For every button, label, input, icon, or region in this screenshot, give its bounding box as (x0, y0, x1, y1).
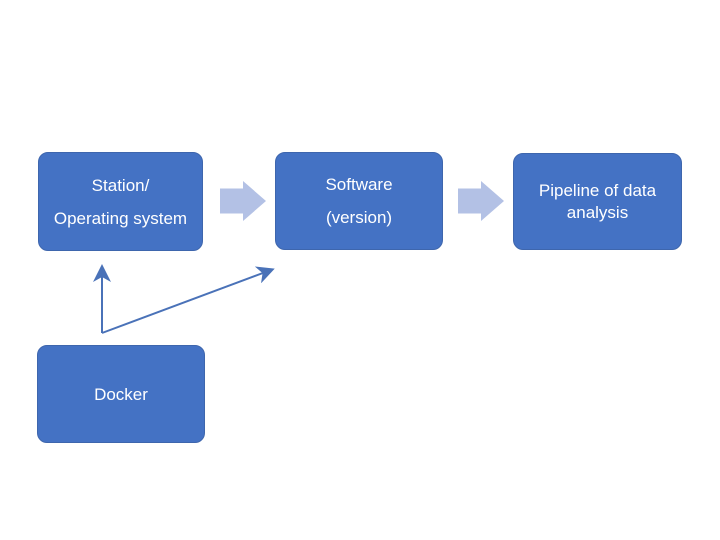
right-block-arrow-shape (458, 181, 504, 221)
right-block-arrow-shape (220, 181, 266, 221)
node-label-line: Station/ (91, 175, 150, 195)
node-station-operating-system: Station/ Operating system (38, 152, 203, 251)
node-label-line: (version) (325, 208, 393, 227)
connector-docker-to-software-icon (101, 266, 275, 334)
node-docker: Docker (37, 345, 205, 443)
right-block-arrow-icon (458, 181, 504, 221)
node-pipeline-of-data-analysis: Pipeline of data analysis (513, 153, 682, 250)
node-label-line: Software (325, 175, 393, 194)
right-block-arrow-icon (220, 181, 266, 221)
node-label-line: Pipeline of data (538, 180, 657, 200)
node-software-version: Software (version) (275, 152, 443, 250)
node-label-line: Docker (94, 384, 148, 404)
node-label-line: analysis (566, 202, 629, 222)
node-label-line: Operating system (53, 208, 188, 228)
